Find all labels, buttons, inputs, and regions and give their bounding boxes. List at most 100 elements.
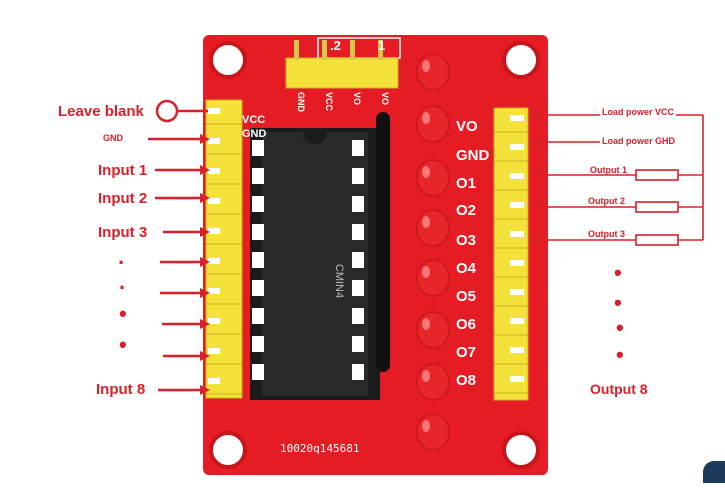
top-pin-header — [285, 40, 399, 89]
header-pin — [208, 318, 220, 324]
right-pin-header — [493, 107, 529, 401]
ic-pin — [352, 168, 364, 184]
header-pin — [208, 258, 220, 264]
led — [416, 311, 450, 349]
arrow-icon — [200, 193, 210, 203]
header-pin — [208, 108, 220, 114]
silk-right-pin: O3 — [456, 232, 477, 249]
silk-top-pin: VO — [352, 92, 362, 106]
silk-right-pin: GND — [456, 147, 490, 164]
arrow-icon — [200, 257, 210, 267]
corner-logo-icon — [703, 461, 725, 483]
label-gnd: GND — [103, 133, 123, 143]
header-pin — [510, 202, 524, 208]
header-pin — [510, 231, 524, 237]
arrow-icon — [200, 351, 210, 361]
ic-pin — [252, 168, 264, 184]
ic-pin — [352, 196, 364, 212]
header-pin — [510, 260, 524, 266]
ic-pin — [352, 252, 364, 268]
silk-top-pin: GND — [296, 92, 306, 112]
silk-top-header-1: 1 — [378, 38, 386, 53]
label-output-1: Output 1 — [590, 165, 627, 175]
label-output-8: Output 8 — [590, 381, 648, 397]
ic-pin — [352, 224, 364, 240]
arrow-icon — [200, 165, 210, 175]
header-pin — [208, 198, 220, 204]
label-leave-blank: Leave blank — [58, 103, 144, 120]
silk-right-pin: O2 — [456, 202, 477, 219]
header-pin — [510, 347, 524, 353]
ellipsis-dot: • — [616, 342, 624, 367]
label-load-vcc: Load power VCC — [602, 107, 675, 117]
mounting-hole-top-left — [209, 41, 247, 79]
silk-left-gnd: GND — [242, 128, 267, 140]
arrow-icon — [200, 288, 210, 298]
led — [416, 159, 450, 197]
header-pin — [208, 348, 220, 354]
annotation-wiring — [528, 109, 704, 246]
header-pin — [510, 376, 524, 382]
input-arrows — [148, 134, 210, 395]
header-pin — [208, 378, 220, 384]
label-load-gnd: Load power GHD — [602, 136, 676, 146]
led-column — [416, 53, 450, 451]
silk-right-pin: O1 — [456, 175, 477, 192]
silk-right-pin: O5 — [456, 288, 477, 305]
silk-right-pin: O7 — [456, 344, 477, 361]
silk-right-pin: O6 — [456, 316, 477, 333]
label-input-3: Input 3 — [98, 224, 148, 241]
header-pin — [510, 173, 524, 179]
ic-pin — [252, 196, 264, 212]
arrow-icon — [200, 319, 210, 329]
capacitor — [376, 112, 390, 372]
ic-pin — [352, 280, 364, 296]
ic-pin — [352, 336, 364, 352]
ic-pin — [252, 252, 264, 268]
label-input-1: Input 1 — [98, 162, 148, 179]
silk-top-header-2: .2 — [330, 38, 341, 53]
header-pin — [510, 318, 524, 324]
mounting-hole-bottom-right — [502, 431, 540, 469]
ic-pin — [352, 308, 364, 324]
header-pin — [208, 288, 220, 294]
left-pin-header — [205, 99, 243, 399]
led — [416, 53, 450, 91]
arrow-icon — [200, 134, 210, 144]
silk-right-pin: O4 — [456, 260, 477, 277]
header-pin — [510, 144, 524, 150]
label-input-2: Input 2 — [98, 190, 148, 207]
mounting-hole-top-right — [502, 41, 540, 79]
ellipsis-dot: • — [616, 315, 624, 340]
led — [416, 105, 450, 143]
ic-chip — [262, 132, 368, 396]
ellipsis-dot: • — [614, 290, 622, 315]
ic-pin — [352, 364, 364, 380]
mounting-hole-bottom-left — [209, 431, 247, 469]
ic-pin — [252, 280, 264, 296]
header-pin — [208, 228, 220, 234]
silk-right-pin: VO — [456, 118, 478, 135]
ic-pin — [252, 364, 264, 380]
header-pin — [510, 289, 524, 295]
arrow-icon — [200, 227, 210, 237]
arrow-icon — [200, 385, 210, 395]
header-pin — [208, 138, 220, 144]
label-input-8: Input 8 — [96, 381, 146, 398]
ic-pin — [252, 308, 264, 324]
ellipsis-dot: · — [119, 275, 127, 300]
leave-blank-marker — [155, 99, 179, 123]
header-pin — [208, 168, 220, 174]
label-output-3: Output 3 — [588, 229, 625, 239]
ic-pin — [352, 140, 364, 156]
silk-serial: 10020q145681 — [280, 442, 360, 455]
led — [416, 363, 450, 401]
header-pin — [510, 115, 524, 121]
ic-pin — [252, 336, 264, 352]
chip-marking: CMIN4 — [333, 263, 346, 299]
led — [416, 259, 450, 297]
ellipsis-dot: · — [118, 250, 126, 275]
silk-left-vcc: VCC — [242, 114, 266, 126]
